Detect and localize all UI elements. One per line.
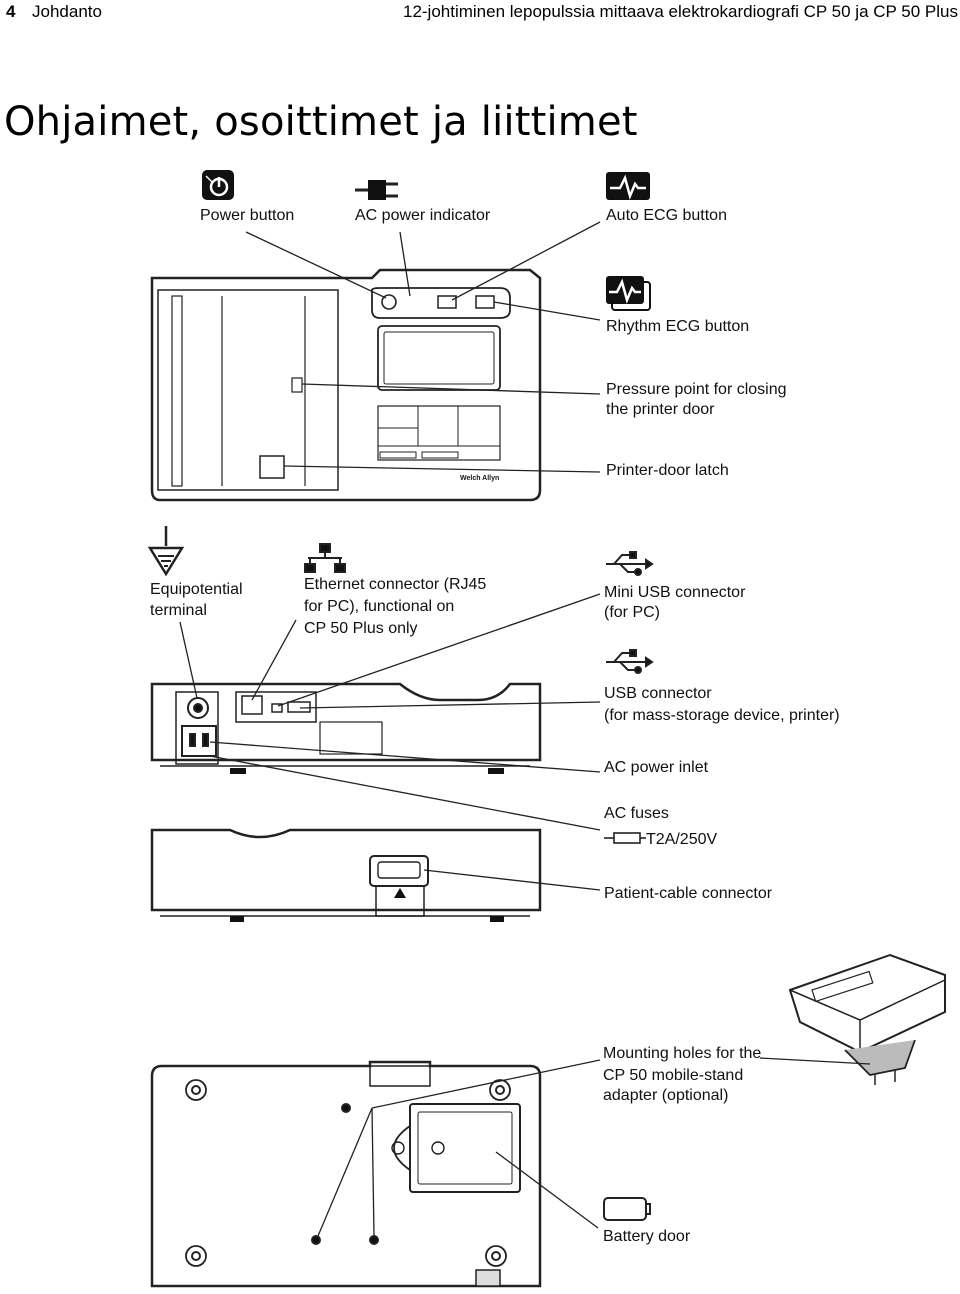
label-rhythm-ecg-button: Rhythm ECG button — [606, 318, 749, 335]
label-ac-power-indicator: AC power indicator — [355, 207, 491, 224]
label-battery-door: Battery door — [603, 1228, 691, 1245]
label-equipotential-2: terminal — [150, 602, 207, 619]
label-equipotential-1: Equipotential — [150, 581, 243, 598]
label-ethernet-3: CP 50 Plus only — [304, 620, 418, 637]
label-mounting-2: CP 50 mobile-stand — [603, 1067, 743, 1084]
label-mounting-3: adapter (optional) — [603, 1087, 728, 1104]
device-diagram: Welch Allyn Power button AC power indica… — [147, 170, 946, 1288]
top-view — [150, 170, 651, 502]
section-name: Johdanto — [32, 2, 102, 21]
page-number: 4 — [6, 2, 16, 21]
battery-icon — [603, 1197, 651, 1221]
usb-icon — [606, 649, 654, 674]
auto-ecg-icon — [606, 172, 650, 200]
label-mini-usb-1: Mini USB connector — [604, 584, 746, 601]
ac-plug-icon — [355, 180, 398, 200]
label-ac-fuses: AC fuses — [604, 805, 669, 822]
equipotential-icon — [147, 526, 185, 577]
label-fuse-rating: T2A/250V — [646, 831, 717, 848]
label-ethernet-2: for PC), functional on — [304, 598, 454, 615]
label-usb-2: (for mass-storage device, printer) — [604, 707, 840, 724]
brand-logo: Welch Allyn — [460, 475, 499, 482]
rear-view — [147, 526, 654, 831]
label-mounting-1: Mounting holes for the — [603, 1045, 761, 1062]
label-patient-cable-connector: Patient-cable connector — [604, 885, 773, 902]
bottom-view — [150, 1057, 871, 1288]
rhythm-ecg-icon — [606, 276, 651, 311]
label-pressure-point-2: the printer door — [606, 401, 715, 418]
stand-adapter — [788, 953, 946, 1085]
label-mini-usb-2: (for PC) — [604, 604, 660, 621]
running-header: 4 Johdanto 12-johtiminen lepopulssia mit… — [0, 2, 960, 24]
label-power-button: Power button — [200, 207, 294, 224]
label-usb-1: USB connector — [604, 685, 712, 702]
front-view — [150, 828, 601, 922]
running-title: 12-johtiminen lepopulssia mittaava elekt… — [402, 2, 958, 21]
mini-usb-icon — [606, 551, 654, 576]
label-pressure-point-1: Pressure point for closing — [606, 381, 787, 398]
label-ac-power-inlet: AC power inlet — [604, 759, 709, 776]
label-auto-ecg-button: Auto ECG button — [606, 207, 727, 224]
label-printer-door-latch: Printer-door latch — [606, 462, 729, 479]
label-ethernet-1: Ethernet connector (RJ45 — [304, 576, 486, 593]
network-icon — [304, 543, 346, 573]
power-icon — [202, 170, 234, 200]
page-title: Ohjaimet, osoittimet ja liittimet — [4, 99, 638, 145]
fuse-icon — [604, 832, 646, 844]
